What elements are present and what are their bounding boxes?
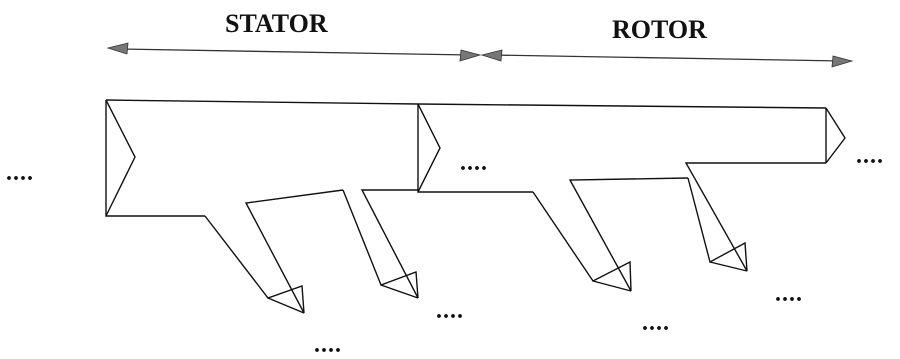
ellipsis-rotor-branch-2: .... [775, 281, 803, 307]
rotor-span-arrow [480, 49, 854, 68]
stator-branch-duct-2 [342, 189, 419, 299]
ellipsis-right: .... [856, 143, 884, 169]
ellipsis-middle: .... [460, 150, 488, 176]
rotor-label: ROTOR [612, 15, 707, 44]
stator-label: STATOR [225, 9, 328, 38]
rotor-branch-duct-1 [532, 177, 689, 292]
rotor-outlet-chevron [825, 107, 846, 164]
rotor-block [417, 103, 846, 292]
stator-block [105, 99, 419, 314]
stator-span-arrow [106, 42, 482, 62]
rotor-branch-duct-2 [684, 162, 826, 272]
rotor-inlet-chevron [417, 103, 441, 193]
ellipsis-rotor-branch-1: .... [642, 310, 670, 336]
ellipsis-stator-branch: .... [436, 298, 464, 324]
stator-inlet-chevron [105, 99, 136, 217]
ellipsis-stator-bottom: .... [314, 332, 342, 358]
ellipsis-left: .... [6, 160, 34, 186]
stator-branch-duct-1 [204, 189, 344, 314]
